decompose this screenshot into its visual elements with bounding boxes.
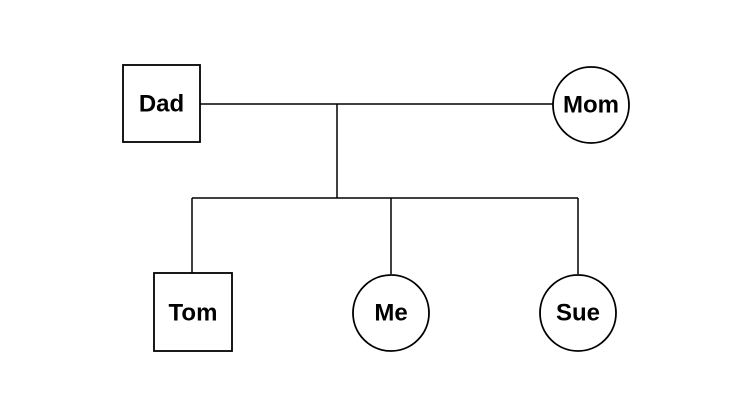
father-label: Dad xyxy=(139,91,184,118)
female-circle-symbol xyxy=(352,274,430,352)
child-node-me: Me xyxy=(352,274,430,352)
child-label: Tom xyxy=(169,300,218,327)
mother-node: Mom xyxy=(552,66,630,144)
child-node-tom: Tom xyxy=(153,272,233,352)
male-square-symbol xyxy=(122,64,201,143)
child-node-sue: Sue xyxy=(539,274,617,352)
female-circle-symbol xyxy=(539,274,617,352)
female-circle-symbol xyxy=(552,66,630,144)
father-node: Dad xyxy=(122,64,201,143)
child-label: Sue xyxy=(556,300,600,327)
male-square-symbol xyxy=(153,272,233,352)
child-label: Me xyxy=(374,300,407,327)
mother-label: Mom xyxy=(563,92,619,119)
